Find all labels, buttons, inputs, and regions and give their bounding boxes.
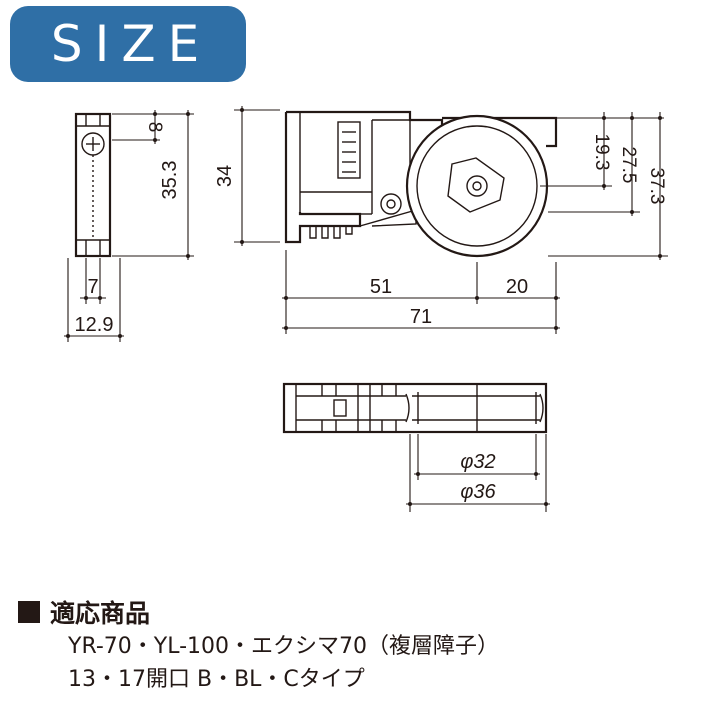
- size-badge-label: SIZE: [50, 15, 212, 73]
- side-view-body: [74, 112, 112, 258]
- dim-body-length: 51: [370, 276, 392, 298]
- dim-side-inner-width: 7: [87, 276, 98, 298]
- front-view: [234, 106, 668, 334]
- front-view-bracket: [337, 121, 361, 179]
- dim-wheel-outer-diameter: φ36: [460, 481, 496, 503]
- dim-wheel-inner-diameter: φ32: [460, 451, 495, 473]
- compatible-line-2: 13・17開口 B・BL・Cタイプ: [68, 667, 365, 692]
- front-view-wheel-inner: [416, 125, 538, 247]
- compatible-heading: 適応商品: [16, 594, 706, 630]
- dim-rail-height: 27.5: [618, 147, 639, 184]
- square-bullet-icon: [18, 601, 40, 623]
- size-badge: SIZE: [10, 6, 246, 82]
- top-view: [282, 382, 550, 512]
- top-view-body: [282, 382, 548, 434]
- compatible-products: 適応商品 YR-70・YL-100・エクシマ70（複層障子） 13・17開口 B…: [16, 594, 706, 696]
- front-view-axle: [466, 175, 488, 197]
- dim-side-width: 12.9: [75, 314, 114, 336]
- front-view-wheel-outer: [405, 114, 549, 258]
- top-view-wheel: [405, 393, 410, 423]
- dim-side-top: 8: [144, 122, 165, 133]
- compatible-line-1: YR-70・YL-100・エクシマ70（複層障子）: [68, 634, 499, 659]
- dim-total-height: 37.3: [646, 168, 667, 205]
- front-view-housing: [442, 116, 558, 148]
- dim-wheel-offset: 20: [506, 276, 528, 298]
- dim-front-height: 34: [214, 165, 236, 187]
- dim-total-length: 71: [410, 306, 432, 328]
- compatible-title: 適応商品: [50, 599, 151, 628]
- technical-drawing: 8 35.3 7 12.9: [64, 106, 668, 512]
- dim-wheel-axis: 19.3: [591, 134, 612, 171]
- side-view: [64, 110, 194, 342]
- dim-side-height: 35.3: [159, 161, 181, 200]
- front-view-adjust-screw: [380, 193, 402, 215]
